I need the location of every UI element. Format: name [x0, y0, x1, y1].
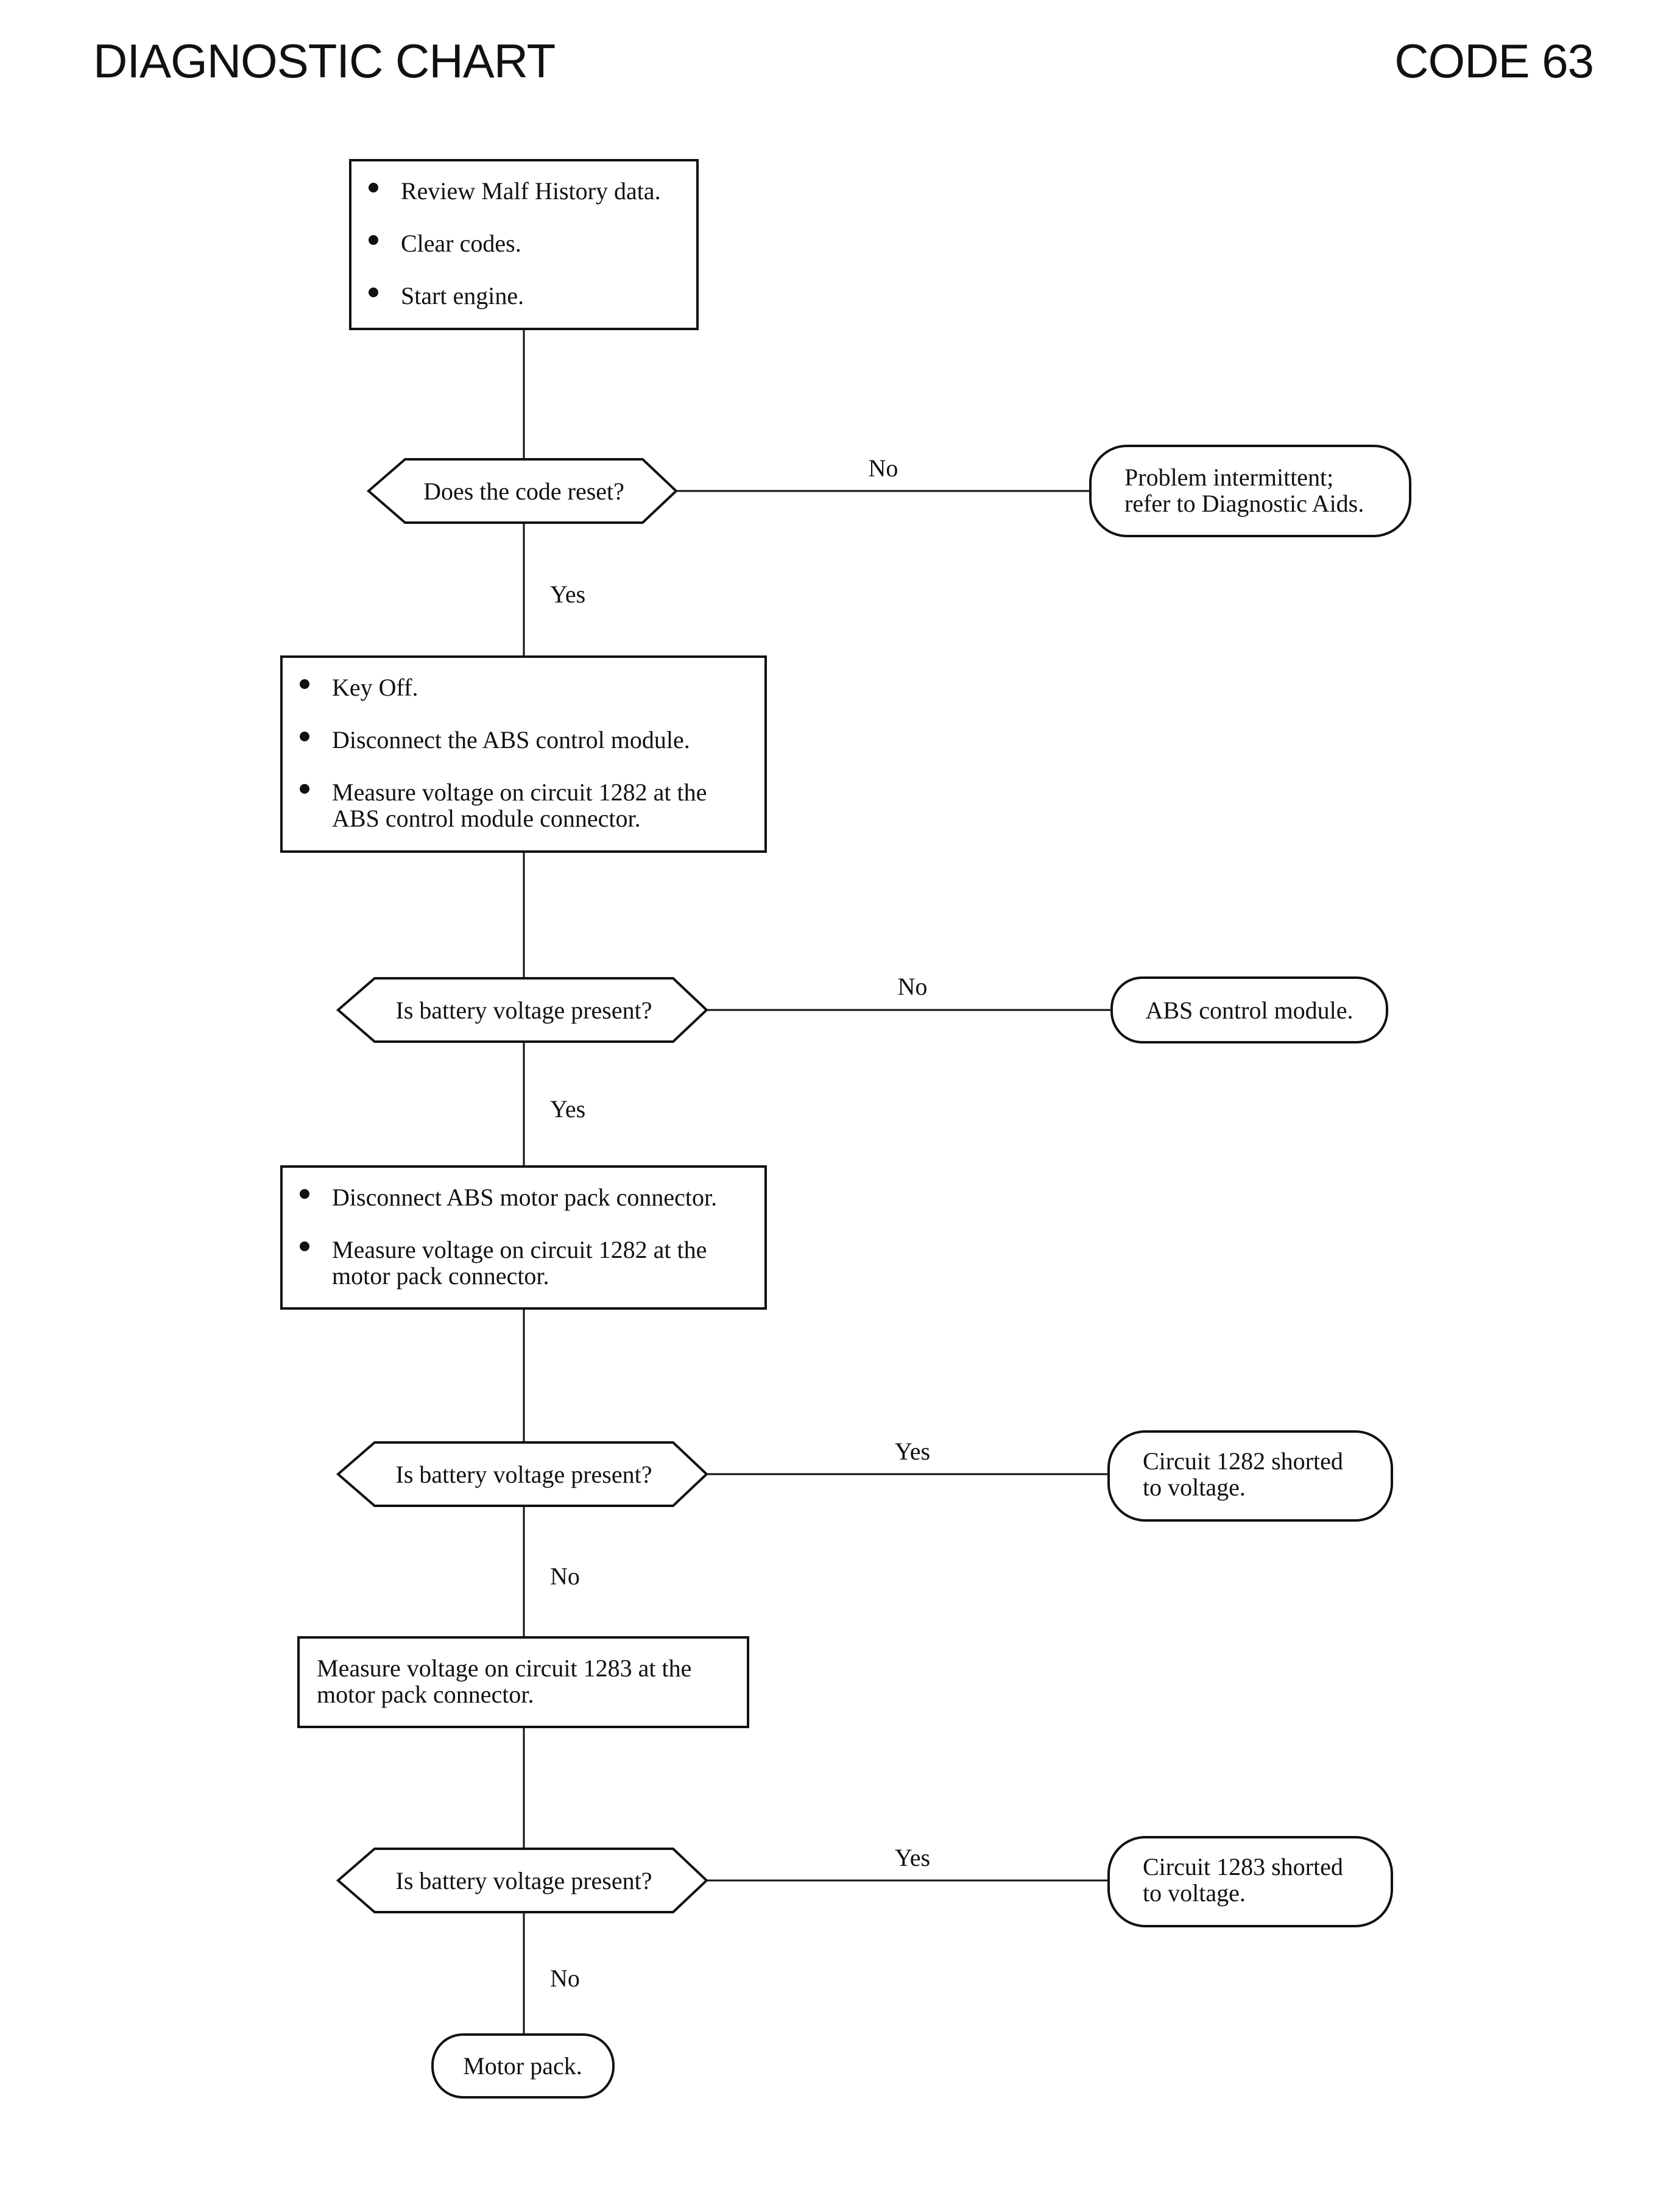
bullet — [300, 679, 309, 689]
branch-label: Yes — [895, 1438, 930, 1465]
bullet — [300, 1241, 309, 1251]
result-text: Circuit 1283 shorted — [1143, 1853, 1343, 1880]
result-box-2 — [1110, 976, 1388, 1043]
branch-label: No — [550, 1965, 580, 1992]
bullet — [369, 235, 378, 245]
branch-label: No — [869, 454, 898, 482]
decision-text: Is battery voltage present? — [396, 1461, 652, 1488]
branch-label: Yes — [550, 581, 585, 608]
result-text: Motor pack. — [463, 2052, 582, 2080]
decision-2 — [336, 977, 708, 1043]
decision-1 — [366, 458, 678, 524]
result-box-3 — [1107, 1430, 1393, 1522]
result-text: Problem intermittent; — [1124, 464, 1333, 491]
page-title: DIAGNOSTIC CHART — [93, 34, 556, 88]
result-box-4 — [1107, 1836, 1393, 1927]
result-text: to voltage. — [1143, 1474, 1246, 1501]
step-text: Disconnect ABS motor pack connector. — [332, 1184, 717, 1211]
decision-3 — [336, 1441, 708, 1507]
code-number: CODE 63 — [1394, 34, 1594, 88]
step-text: Key Off. — [332, 674, 418, 701]
decision-4 — [336, 1848, 708, 1913]
branch-label: Yes — [895, 1844, 930, 1871]
bullet — [369, 183, 378, 192]
step-box-2 — [280, 655, 767, 853]
step-text: Review Malf History data. — [401, 177, 661, 205]
step-box-3 — [280, 1165, 767, 1310]
result-text: to voltage. — [1143, 1879, 1246, 1907]
result-text: ABS control module. — [1145, 997, 1353, 1024]
branch-label: No — [550, 1562, 580, 1590]
step-text: Measure voltage on circuit 1283 at the — [317, 1654, 691, 1682]
result-text: Circuit 1282 shorted — [1143, 1447, 1343, 1475]
bullet — [369, 288, 378, 297]
branch-label: Yes — [550, 1095, 585, 1123]
bullet — [300, 1189, 309, 1199]
decision-text: Is battery voltage present? — [396, 997, 652, 1024]
step-text: Clear codes. — [401, 230, 521, 257]
result-box-1 — [1089, 445, 1411, 537]
step-text: ABS control module connector. — [332, 805, 641, 832]
step-box-4 — [297, 1636, 749, 1728]
bullet — [300, 784, 309, 794]
result-text: refer to Diagnostic Aids. — [1124, 490, 1364, 517]
result-box-5 — [431, 2033, 615, 2099]
step-text: Measure voltage on circuit 1282 at the — [332, 1236, 707, 1263]
step-text: motor pack connector. — [317, 1681, 534, 1708]
decision-text: Does the code reset? — [423, 478, 624, 505]
bullet — [300, 732, 309, 741]
decision-text: Is battery voltage present? — [396, 1867, 652, 1894]
step-text: Start engine. — [401, 282, 524, 309]
step-text: motor pack connector. — [332, 1262, 549, 1290]
step-box-1 — [349, 159, 699, 330]
step-text: Disconnect the ABS control module. — [332, 726, 690, 754]
branch-label: No — [898, 973, 928, 1000]
step-text: Measure voltage on circuit 1282 at the — [332, 778, 707, 806]
